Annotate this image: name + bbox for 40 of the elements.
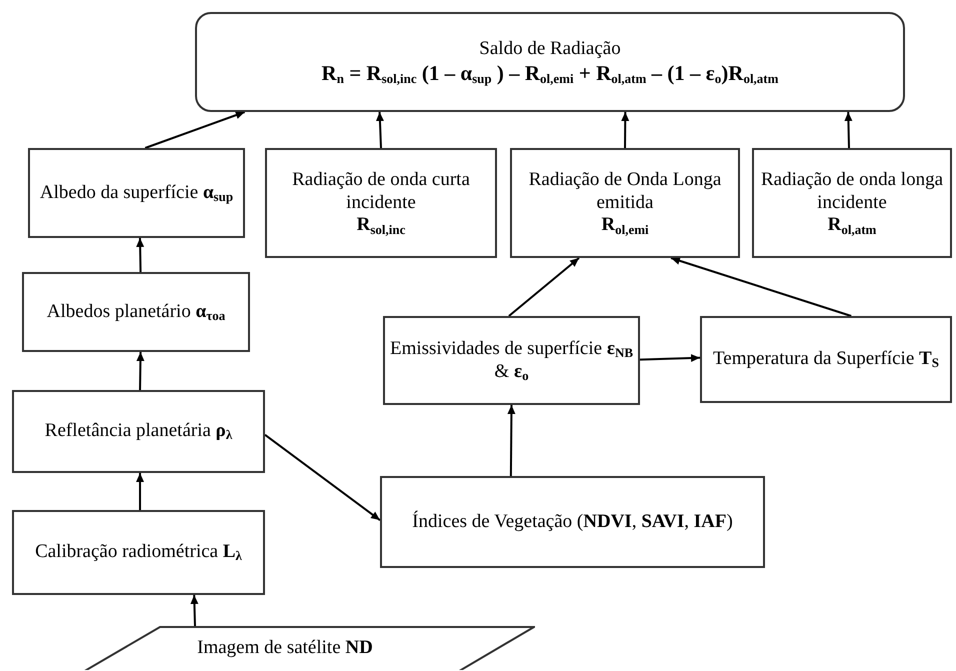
arrow: [136, 352, 144, 390]
formula: R$_{n}$ = R$_{sol,inc}$ (1 – α$_{sup}$ ) – R$_{ol,emi}$ + R$_{ol,atm}$ – (1 – ε$_{o}$)R$_{ol,atm}$: [322, 60, 778, 86]
node-text: Saldo de Radiação: [479, 38, 621, 61]
node-text: R$_{sol,inc}$: [356, 214, 406, 238]
process-box: [265, 148, 497, 258]
node-text: Refletância planetária ρ$_{λ}$: [44, 420, 232, 443]
node-text: Imagem de satélite ND: [197, 636, 373, 660]
process-box: [12, 510, 265, 595]
arrow: [621, 112, 630, 148]
node-text: Calibração radiométrica L$_{λ}$: [35, 541, 242, 564]
node-text: R$_{ol,emi}$: [601, 214, 649, 238]
process-box: [700, 316, 952, 403]
arrow: [264, 434, 381, 521]
node-text: Emissividades de superfície ε$_{NB}$ & ε$_{o}$: [389, 338, 634, 384]
arrow: [508, 257, 580, 317]
node-text: Temperatura da Superfície T$_{S}$: [713, 348, 939, 371]
node-text: Albedos planetário α$_{τoa}$: [46, 300, 226, 324]
process-box: [28, 148, 245, 238]
arrow: [190, 594, 198, 626]
process-box: [22, 272, 250, 352]
arrow: [844, 112, 852, 148]
arrow: [376, 112, 384, 148]
node-text: R$_{ol,atm}$: [828, 214, 876, 238]
arrow: [507, 404, 516, 476]
arrow: [136, 473, 144, 510]
process-box: [383, 316, 640, 405]
process-box: [12, 390, 265, 473]
node-text: Índices de Vegetação (NDVI, SAVI, IAF): [412, 510, 733, 534]
node-text: Albedo da superfície α$_{sup}$: [40, 182, 234, 204]
node-text: Radiação de onda curta incidente: [291, 168, 471, 214]
node-text: Radiação de Onda Longa emitida: [528, 168, 722, 214]
arrow: [640, 354, 700, 362]
arrow: [670, 256, 852, 317]
result-box: [195, 12, 905, 112]
arrow: [144, 111, 246, 149]
node-text: Radiação de onda longa incidente: [760, 168, 944, 214]
arrow: [136, 238, 144, 272]
process-box: [752, 148, 952, 258]
process-box: [510, 148, 740, 258]
process-box: [380, 476, 765, 568]
